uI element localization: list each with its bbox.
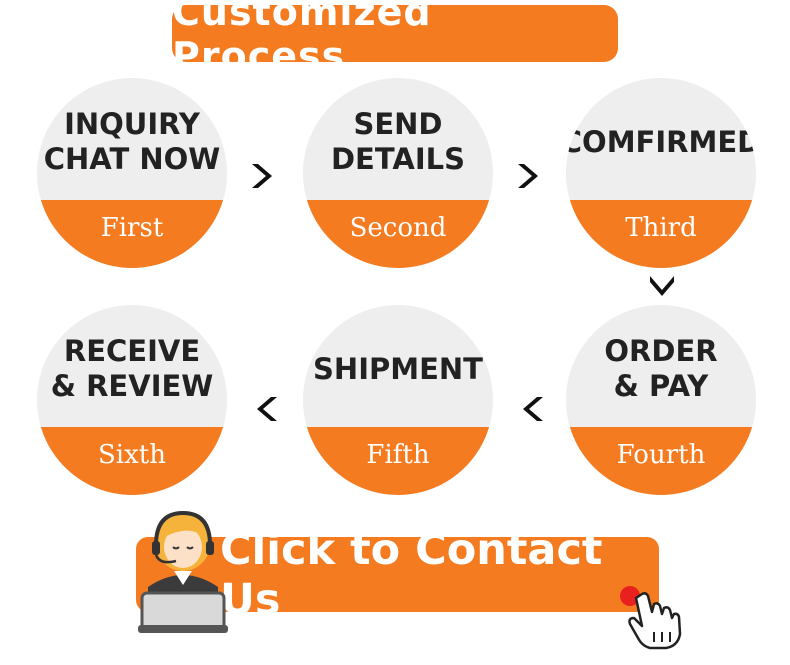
- step-second: SEND DETAILS Second: [303, 78, 493, 268]
- step-name: SHIPMENT: [313, 351, 483, 386]
- chevron-right-icon: [514, 162, 542, 190]
- step-ordinal: First: [100, 213, 164, 243]
- step-name: RECEIVE & REVIEW: [50, 334, 214, 403]
- step-ordinal-band: Second: [303, 200, 493, 268]
- contact-us-label: Click to Contact Us: [220, 524, 603, 625]
- step-third: COMFIRMED Third: [566, 78, 756, 268]
- chevron-right-icon: [248, 162, 276, 190]
- step-name: ORDER & PAY: [604, 334, 718, 403]
- chevron-left-icon: [519, 395, 547, 423]
- step-name: SEND DETAILS: [330, 107, 465, 176]
- step-fifth: SHIPMENT Fifth: [303, 305, 493, 495]
- step-ordinal: Fourth: [616, 440, 706, 470]
- step-name: INQUIRY CHAT NOW: [43, 107, 221, 176]
- chevron-down-icon: [648, 272, 676, 300]
- step-ordinal-band: Fourth: [566, 427, 756, 495]
- step-ordinal: Fifth: [366, 440, 430, 470]
- page-title: Customized Process: [172, 0, 432, 78]
- pointing-hand-icon: [618, 582, 682, 652]
- step-ordinal-band: First: [37, 200, 227, 268]
- support-agent-icon: [138, 505, 228, 635]
- step-ordinal: Sixth: [98, 440, 166, 470]
- step-first: INQUIRY CHAT NOW First: [37, 78, 227, 268]
- step-fourth: ORDER & PAY Fourth: [566, 305, 756, 495]
- step-ordinal: Third: [625, 213, 697, 243]
- step-ordinal: Second: [349, 213, 447, 243]
- step-ordinal-band: Fifth: [303, 427, 493, 495]
- step-ordinal-band: Sixth: [37, 427, 227, 495]
- step-ordinal-band: Third: [566, 200, 756, 268]
- page-title-banner: Customized Process: [172, 0, 618, 78]
- chevron-left-icon: [253, 395, 281, 423]
- step-name: COMFIRMED: [566, 124, 756, 159]
- step-sixth: RECEIVE & REVIEW Sixth: [37, 305, 227, 495]
